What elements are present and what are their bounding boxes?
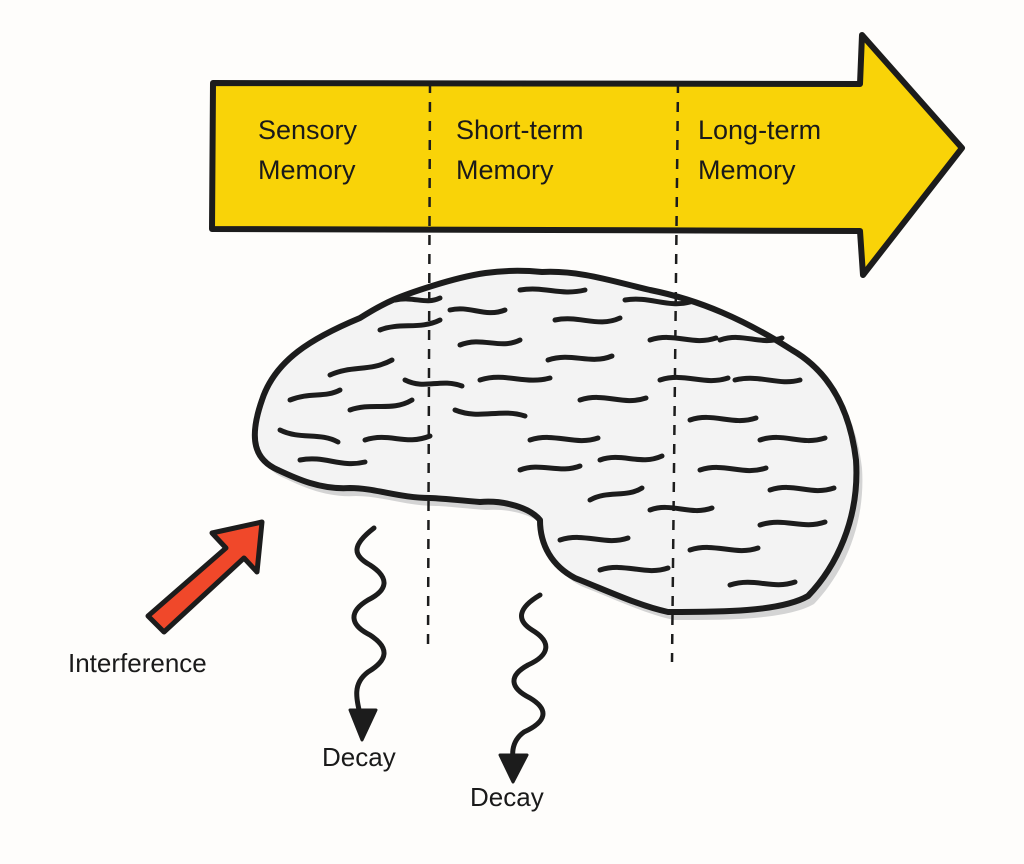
decay-squiggle xyxy=(351,525,387,725)
decay-arrowhead xyxy=(498,753,529,784)
decay-label-1: Decay xyxy=(322,742,396,772)
decay-label-2: Decay xyxy=(470,782,544,812)
decay-arrow-sensory xyxy=(348,525,387,742)
brain-folds xyxy=(277,286,837,588)
brain-outline xyxy=(251,267,860,615)
interference-label: Interference xyxy=(68,648,207,678)
stage-label-sensory: Sensory Memory xyxy=(258,115,365,185)
interference-arrow xyxy=(145,519,265,635)
stage-divider-2 xyxy=(670,82,680,663)
memory-stage-arrow xyxy=(209,32,965,278)
decay-arrow-short-term xyxy=(498,592,549,784)
stage-label-long-term: Long-term Memory xyxy=(698,115,829,185)
stage-label-short-term: Short-term Memory xyxy=(456,115,591,185)
brain-illustration xyxy=(251,267,863,620)
decay-squiggle xyxy=(510,592,549,773)
decay-arrowhead xyxy=(348,708,378,742)
